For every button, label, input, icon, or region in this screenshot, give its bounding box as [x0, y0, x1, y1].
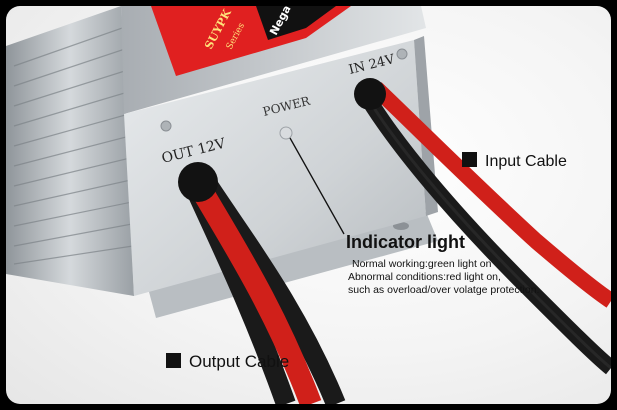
input-cable-red	[370, 82, 611, 308]
housing-front	[124, 40, 426, 296]
input-cable-text: Input Cable	[485, 153, 567, 170]
indicator-title: Indicator light	[346, 232, 465, 252]
indicator-desc-line: such as overload/over volatge protection…	[348, 284, 540, 296]
power-indicator-led	[279, 126, 293, 140]
indicator-desc-line: Abnormal conditions:red light on,	[348, 271, 501, 283]
square-bullet-icon	[462, 152, 477, 167]
indicator-pointer	[289, 137, 345, 235]
square-bullet-icon	[166, 353, 181, 368]
input-grommet	[354, 78, 386, 110]
output-cable-callout: Output Cable	[166, 352, 289, 372]
output-cable-red	[188, 178, 322, 404]
output-cable-text: Output Cable	[189, 352, 290, 371]
converter-illustration: OUT 12V POWER IN 24V SUYPK Series Nega	[6, 6, 611, 404]
input-cable-callout: Input Cable	[462, 152, 567, 171]
product-photo: OUT 12V POWER IN 24V SUYPK Series Nega I…	[6, 6, 611, 404]
indicator-desc-line: Normal working:green light on	[352, 258, 492, 270]
output-grommet	[178, 162, 218, 202]
heatsink-fins	[13, 25, 134, 265]
brand-label-dark	[256, 6, 336, 40]
mount-hole-right	[393, 222, 409, 230]
indicator-description: Normal working:green light on Abnormal c…	[348, 258, 539, 297]
